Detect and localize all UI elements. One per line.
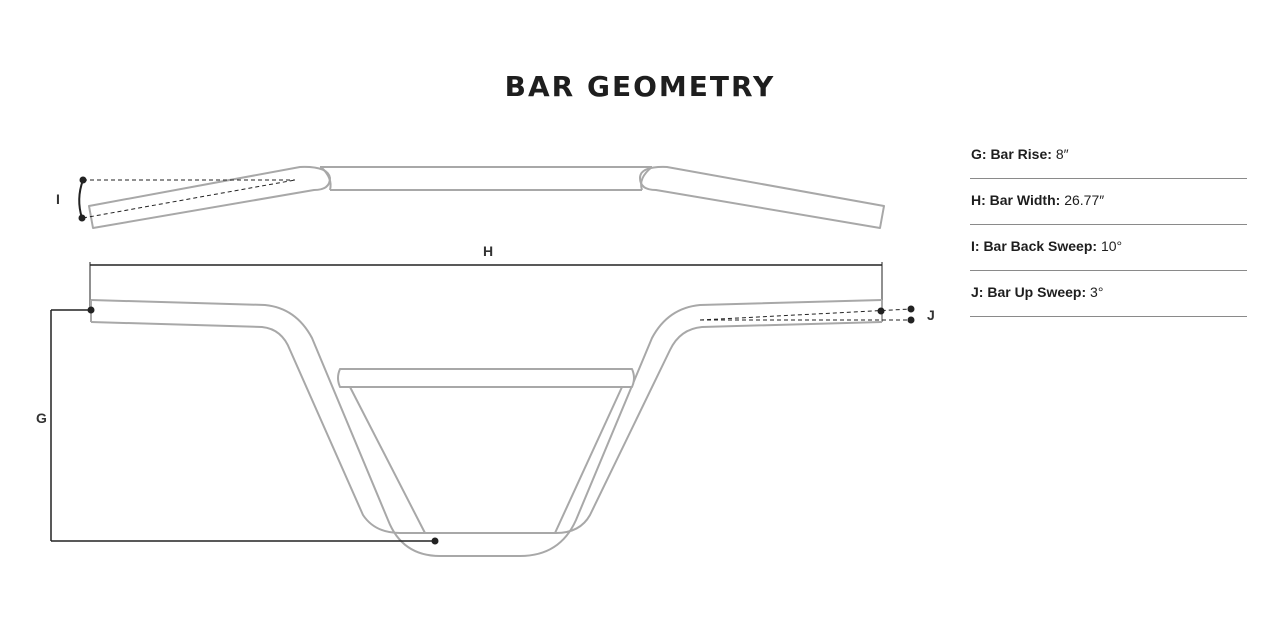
spec-label: H: Bar Width: [971, 192, 1061, 208]
dimension-h: H [89, 243, 883, 310]
spec-value: 3° [1090, 284, 1104, 300]
dimension-point [78, 214, 86, 222]
dimension-point [907, 305, 915, 313]
geometry-spec-list: G: Bar Rise: 8″ H: Bar Width: 26.77″ I: … [970, 133, 1247, 317]
spec-value: 10° [1100, 238, 1123, 254]
dimension-label-g: G [36, 410, 47, 426]
dimension-label-j: J [927, 307, 935, 323]
top-view-bar [88, 165, 885, 229]
spec-row-bar-rise: G: Bar Rise: 8″ [970, 133, 1247, 179]
spec-label: J: Bar Up Sweep: [971, 284, 1087, 300]
dimension-point [431, 537, 439, 545]
spec-row-bar-up-sweep: J: Bar Up Sweep: 3° [970, 271, 1247, 317]
spec-row-bar-back-sweep: I: Bar Back Sweep: 10° [970, 225, 1247, 271]
page-title: BAR GEOMETRY [504, 70, 776, 103]
dimension-point [87, 306, 95, 314]
dimension-i: I [56, 176, 296, 222]
front-view-bar [90, 299, 883, 557]
dimension-point [79, 176, 87, 184]
dimension-label-h: H [483, 243, 493, 259]
spec-value: 8″ [1055, 146, 1069, 162]
dimension-g: G [36, 306, 439, 545]
dimension-j: J [699, 305, 935, 324]
spec-label: I: Bar Back Sweep: [971, 238, 1098, 254]
spec-value: 26.77″ [1064, 192, 1105, 208]
dimension-point [907, 316, 915, 324]
spec-label: G: Bar Rise: [971, 146, 1052, 162]
bar-geometry-diagram: I H G [36, 165, 935, 557]
dimension-point [877, 307, 885, 315]
dimension-label-i: I [56, 191, 60, 207]
spec-row-bar-width: H: Bar Width: 26.77″ [970, 179, 1247, 225]
